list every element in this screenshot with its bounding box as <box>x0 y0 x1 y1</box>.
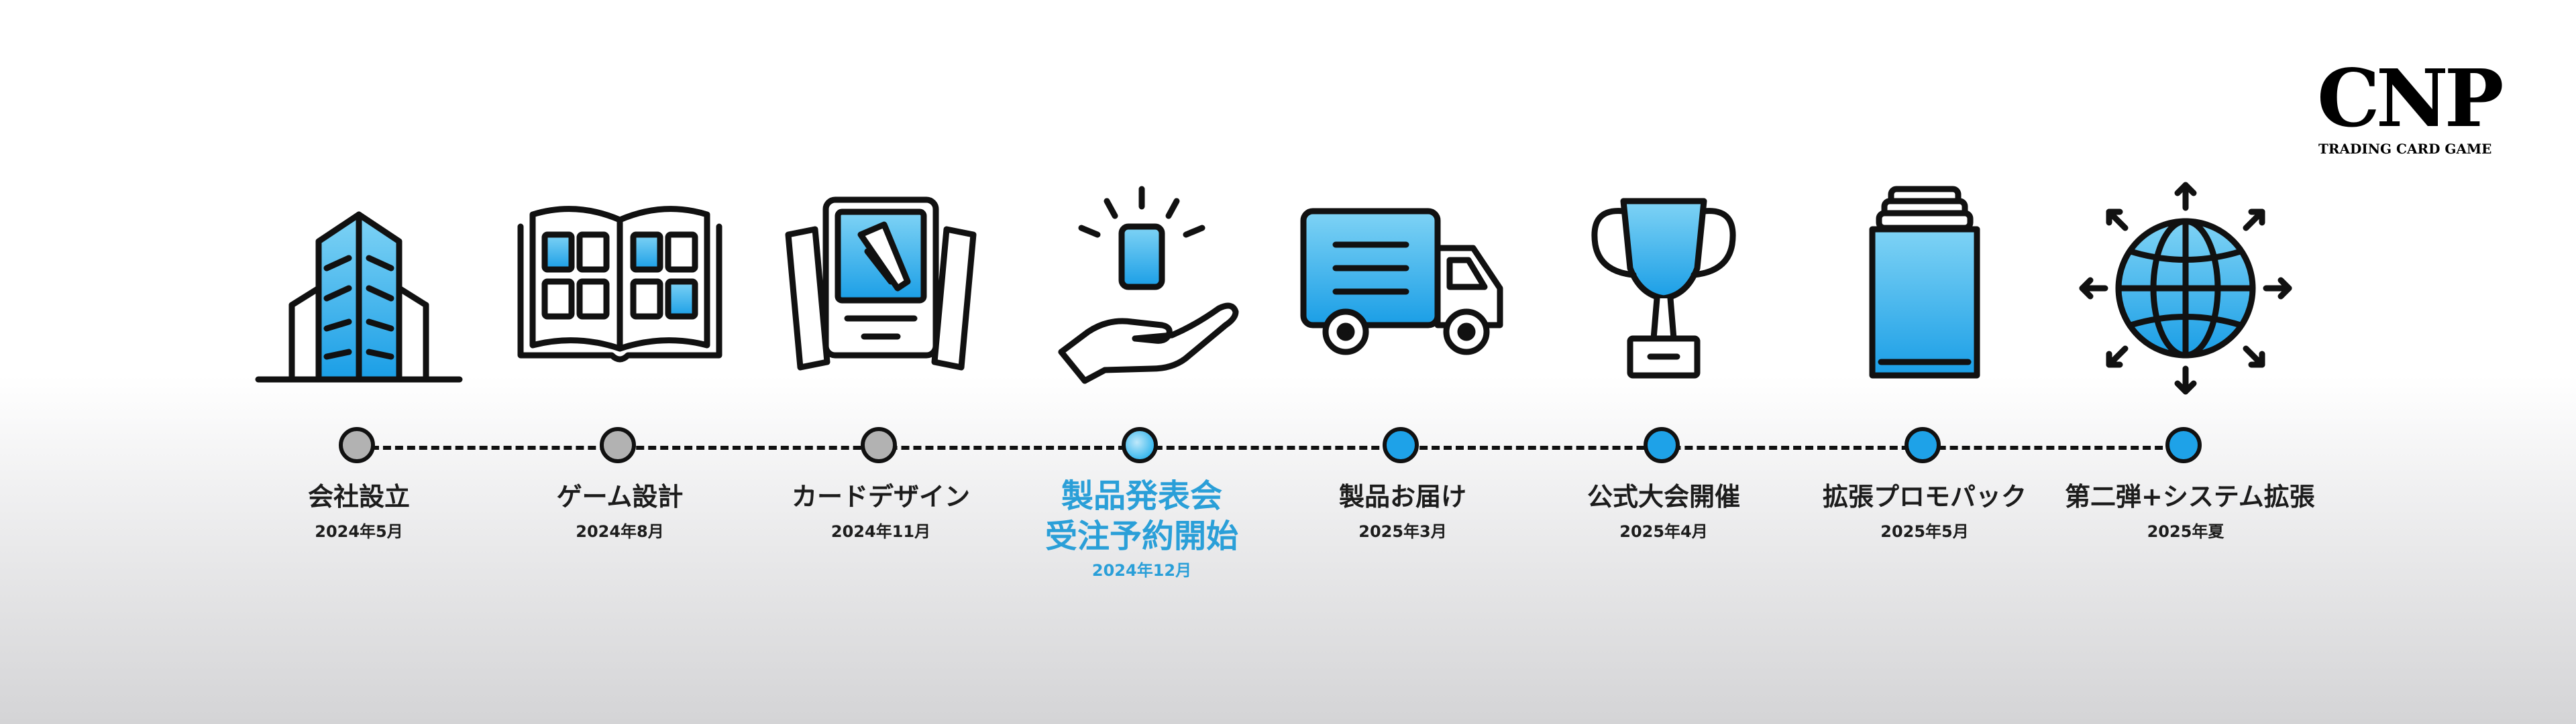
logo-mark: CNP <box>2317 52 2504 145</box>
hand-card-icon <box>1034 181 1249 396</box>
milestone-label: カードデザイン <box>791 482 970 511</box>
milestone-date: 2025年夏 <box>2147 522 2224 541</box>
milestone-dot <box>600 427 636 463</box>
milestone-label: 会社設立 <box>307 482 410 511</box>
milestone-date: 2025年4月 <box>1619 522 1708 541</box>
label-line: 製品発表会 <box>1061 477 1222 515</box>
milestone-label: 製品お届け <box>1338 482 1466 511</box>
logo-subtitle: TRADING CARD GAME <box>2318 141 2492 157</box>
milestone-label: 公式大会開催 <box>1587 482 1740 511</box>
trophy-icon <box>1556 181 1771 396</box>
milestone-date: 2024年12月 <box>1091 561 1192 580</box>
open-book-icon <box>513 181 727 396</box>
milestone-label: 製品発表会 受注予約開始 <box>1008 476 1276 556</box>
milestone-date: 2024年11月 <box>830 522 931 541</box>
milestone-dot <box>1122 427 1158 463</box>
milestone-expansion-promo-pack: 拡張プロモパック 2025年5月 <box>1804 0 2045 724</box>
milestone-dot <box>2165 427 2202 463</box>
office-building-icon <box>252 181 466 396</box>
cnp-logo: CNP TRADING CARD GAME <box>2305 55 2526 162</box>
delivery-truck-icon <box>1295 181 1510 396</box>
label-line: 受注予約開始 <box>1044 518 1238 555</box>
milestone-company-founding: 会社設立 2024年5月 <box>238 0 480 724</box>
milestone-product-delivery: 製品お届け 2025年3月 <box>1282 0 1523 724</box>
milestone-dot <box>1904 427 1941 463</box>
card-pack-icon <box>1817 181 2032 396</box>
milestone-card-design: カードデザイン 2024年11月 <box>760 0 1002 724</box>
globe-expand-icon <box>2078 181 2293 396</box>
milestone-date: 2025年5月 <box>1880 522 1969 541</box>
timeline-line <box>359 446 2187 450</box>
milestone-dot <box>1644 427 1680 463</box>
milestone-label: 第二弾+システム拡張 <box>2065 482 2315 511</box>
milestone-date: 2024年8月 <box>576 522 664 541</box>
milestone-official-tournament: 公式大会開催 2025年4月 <box>1543 0 1784 724</box>
milestone-label: ゲーム設計 <box>556 482 684 511</box>
milestone-game-design: ゲーム設計 2024年8月 <box>499 0 741 724</box>
milestone-dot <box>339 427 375 463</box>
milestone-dot <box>861 427 897 463</box>
milestone-label: 拡張プロモパック <box>1822 482 2027 511</box>
milestone-product-launch: 製品発表会 受注予約開始 2024年12月 <box>1021 0 1263 724</box>
milestone-date: 2024年5月 <box>315 522 403 541</box>
milestone-dot <box>1383 427 1419 463</box>
milestone-second-release-expansion: 第二弾+システム拡張 2025年夏 <box>2065 0 2315 724</box>
card-design-icon <box>773 181 988 396</box>
milestone-date: 2025年3月 <box>1358 522 1447 541</box>
